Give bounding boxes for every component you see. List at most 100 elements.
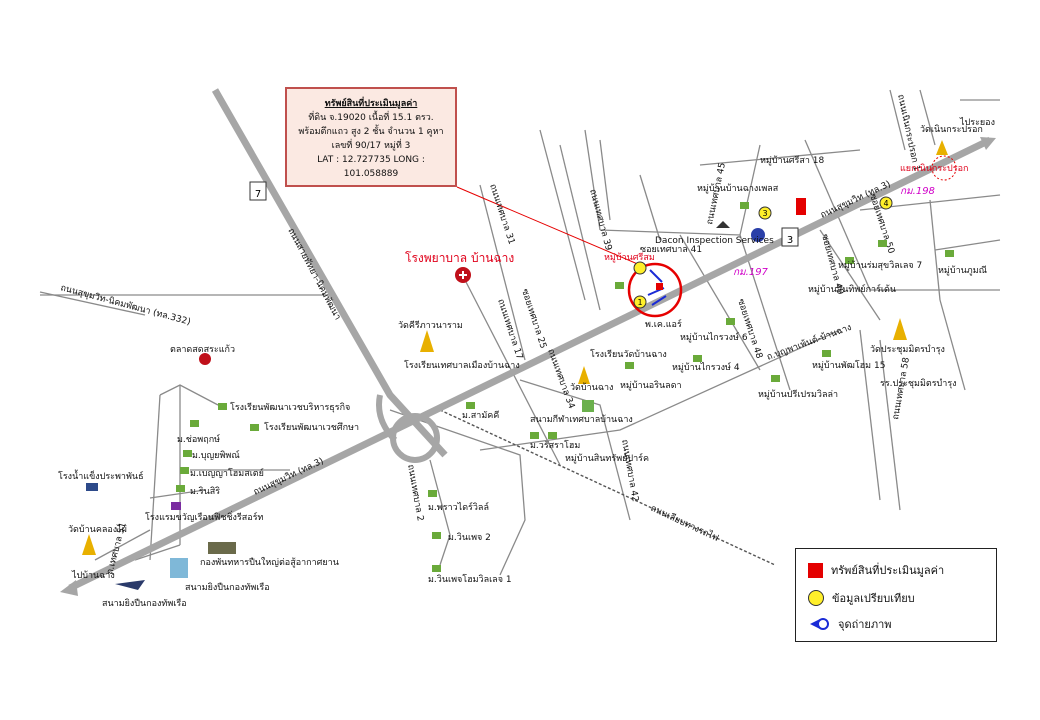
hospital-label: โรงพยาบาล บ้านฉาง	[405, 251, 514, 265]
label-m-banchang-place: หมู่บ้านบ้านฉางเพลส	[697, 183, 779, 194]
label-m-chodphruek: ม.ช่อพฤกษ์	[177, 433, 220, 445]
label-m-srisom: หมู่บ้านศรีสม	[604, 252, 655, 263]
label-m-pramerwila: หมู่บ้านปรีเปรมวิลล่า	[758, 389, 838, 400]
label-wat-khlong-kai: วัดบ้านคลองไผ่	[68, 524, 127, 535]
label-m-srisa-18: หมู่บ้านศรีสา 18	[760, 155, 824, 166]
label-m-boonyaphon: ม.บุญยพิพณ์	[192, 449, 240, 461]
road-label-soi-25: ซอยเทศบาล 25	[519, 288, 548, 350]
label-school-pattana2: โรงเรียนพัฒนาเวชศึกษา	[264, 422, 359, 433]
building-icon	[796, 198, 806, 215]
road-label-thetsaban-2: ถนนเทศบาล 2	[405, 464, 425, 522]
factory-icon	[86, 483, 98, 491]
road-label-pattaya: ถนนสายพัทยา-นิคมพัฒนา	[285, 226, 343, 322]
comparison-marker-3-icon: 3	[758, 206, 772, 220]
label-m-rom-suk: หมู่บ้านร่มสุขวิลเลจ 7	[838, 260, 922, 271]
temple-icon	[936, 140, 948, 155]
road-label-thetsaban-39: ถนนเทศบาล 39	[587, 188, 613, 252]
label-naval-airfield: สนามยิงปืนกองทัพเรือ	[102, 598, 187, 609]
label-km-197: กม.197	[733, 267, 769, 278]
road-label-thetsaban-42: ถนนเทศบาล 42	[619, 439, 640, 503]
military-icon	[208, 542, 236, 554]
label-water-plant: โรงน้ำแข็งประพาพันธ์	[58, 469, 144, 482]
label-wat-noen: วัดเนินกระปรอก	[920, 124, 983, 135]
gas-station-icon	[751, 228, 765, 242]
info-line-1: ที่ดิน จ.19020 เนื้อที่ 15.1 ตรว.	[308, 113, 434, 123]
label-school-thetsaban: โรงเรียนเทศบาลเมืองบ้านฉาง	[404, 360, 520, 371]
label-anti-aircraft: กองพันทหารปืนใหญ่ต่อสู้อากาศยาน	[200, 557, 339, 568]
label-wat-prachum: วัดประชุมมิตรบำรุง	[870, 344, 945, 355]
label-m-krai-4: หมู่บ้านไกรวงษ์ 4	[672, 361, 740, 373]
label-m-sinsap: หมู่บ้านสินทรัพย์ปาร์ค	[565, 452, 649, 464]
market-icon	[199, 353, 211, 365]
comparison-marker-4-icon: 4	[879, 196, 893, 210]
dacon-icon	[716, 221, 730, 228]
info-coords: LAT : 12.727735 LONG : 101.058889	[317, 155, 425, 179]
road-label-to-banchang: ไปบ้านฉาง	[71, 570, 115, 581]
label-market: ตลาดสดสระแก้ว	[170, 344, 235, 355]
road-label-thetsaban-34: ถนนเทศบาล 34	[545, 348, 576, 411]
info-line-2: พร้อมตึกแถว สูง 2 ชั้น จำนวน 1 คูหา	[298, 127, 444, 137]
label-pk-air: พ.เค.แอร์	[645, 318, 682, 330]
label-wat-khiri: วัดคีรีภาวนาราม	[398, 320, 463, 331]
label-m-win-1: ม.วินเพจโฮมวิลเลจ 1	[428, 574, 512, 585]
highway-7	[211, 88, 448, 458]
hotel-icon	[171, 502, 181, 510]
legend-label-subject: ทรัพย์สินที่ประเมินมูลค่า	[831, 564, 945, 577]
road-label-noen-krapok: ถนนเนินกระปรอก 1	[895, 93, 922, 172]
interchange	[376, 394, 440, 463]
label-school-prachum: รร.ประชุมมิตรบำรุง	[880, 378, 957, 389]
label-m-win-2: ม.วินเพจ 2	[448, 532, 491, 543]
stadium-icon	[582, 400, 594, 412]
legend-label-photo: จุดถ่ายภาพ	[838, 618, 892, 631]
route-7-label: 7	[255, 189, 261, 200]
label-m-samakkhi: ม.สามัคคี	[462, 410, 499, 421]
route-7-shield: 7	[249, 181, 267, 201]
arrow-to-rayong	[980, 137, 996, 150]
road-label-332: ถนนสุขุมวิท-นิคมพัฒนา (ทล.332)	[59, 282, 192, 327]
info-line-3: เลขที่ 90/17 หมู่ที่ 3	[331, 141, 411, 151]
leader-line	[456, 186, 641, 266]
label-km-198: กม.198	[900, 186, 935, 197]
label-m-phuhom-15: หมู่บ้านพัฒโฮม 15	[812, 360, 885, 371]
sukhumvit-road	[68, 136, 992, 592]
legend-row-comparison: ข้อมูลเปรียบเทียบ	[808, 587, 915, 609]
label-m-phumi: หมู่บ้านภูมณี	[938, 265, 987, 276]
route-3-shield: 3	[781, 227, 799, 247]
road-label-ban-phala: ถ.บุญพาเพ้นต์-บ้านฉาง	[765, 321, 853, 363]
road-label-to-rayong: ไประยอง	[959, 117, 995, 128]
label-m-wirasa: ม.วรัสราโฮม	[530, 440, 580, 451]
camera-arrow-icon	[810, 618, 829, 630]
label-m-phra-villa: ม.พราวไดร์วิลล์	[428, 501, 489, 513]
label-m-benyapha: ม.เบญญาโฮมสเตย์	[190, 467, 264, 479]
road-label-thetsaban-31: ถนนเทศบาล 31	[487, 183, 516, 246]
temple-icons	[82, 318, 907, 555]
legend-label-comparison: ข้อมูลเปรียบเทียบ	[832, 592, 915, 605]
subject-info-box: ทรัพย์สินที่ประเมินมูลค่า ที่ดิน จ.19020…	[285, 87, 457, 187]
label-school-pattana: โรงเรียนพัฒนาเวชบริหารธุรกิจ	[230, 402, 350, 413]
label-m-orn: หมู่บ้านอรินลดา	[620, 380, 682, 391]
label-wat-ban-chang: วัดบ้านฉาง	[570, 382, 613, 393]
junction-circle	[931, 155, 957, 181]
map-legend: ทรัพย์สินที่ประเมินมูลค่า ข้อมูลเปรียบเท…	[795, 548, 997, 642]
road-label-soi-48: ซอยเทศบาล 48	[735, 298, 764, 360]
road-label-thetsaban-17: ถนนเทศบาล 17	[495, 298, 524, 361]
route-3-label: 3	[787, 235, 793, 246]
red-square-icon	[808, 562, 823, 578]
road-label-railway: ถนนเลียบทางรถไฟ	[649, 503, 721, 544]
info-title: ทรัพย์สินที่ประเมินมูลค่า	[324, 99, 418, 109]
yellow-circle-icon	[808, 590, 824, 606]
road-label-soi-41: ซอยเทศบาล 41	[640, 245, 702, 255]
shooting-range-icon	[170, 558, 188, 578]
arrow-to-banchang	[60, 580, 78, 596]
railway-line	[439, 409, 776, 566]
village-icons	[176, 202, 954, 572]
comparison-marker-1: 1	[637, 298, 642, 307]
comparison-marker-4: 4	[883, 199, 888, 208]
label-hotel: โรงแรมขวัญเรือนฟิชชิ่งรีสอร์ท	[145, 510, 264, 523]
label-m-rinsiri: ม.รินสิริ	[190, 486, 220, 497]
label-m-krai-6: หมู่บ้านไกรวงษ์ 6	[680, 331, 748, 343]
label-m-sinthip: หมู่บ้านสินทิพย์การ์เด้น	[808, 283, 896, 295]
hospital-icon	[455, 267, 471, 283]
label-dacon: Dacon Inspection Services	[655, 236, 774, 246]
comparison-marker-3: 3	[762, 209, 767, 218]
